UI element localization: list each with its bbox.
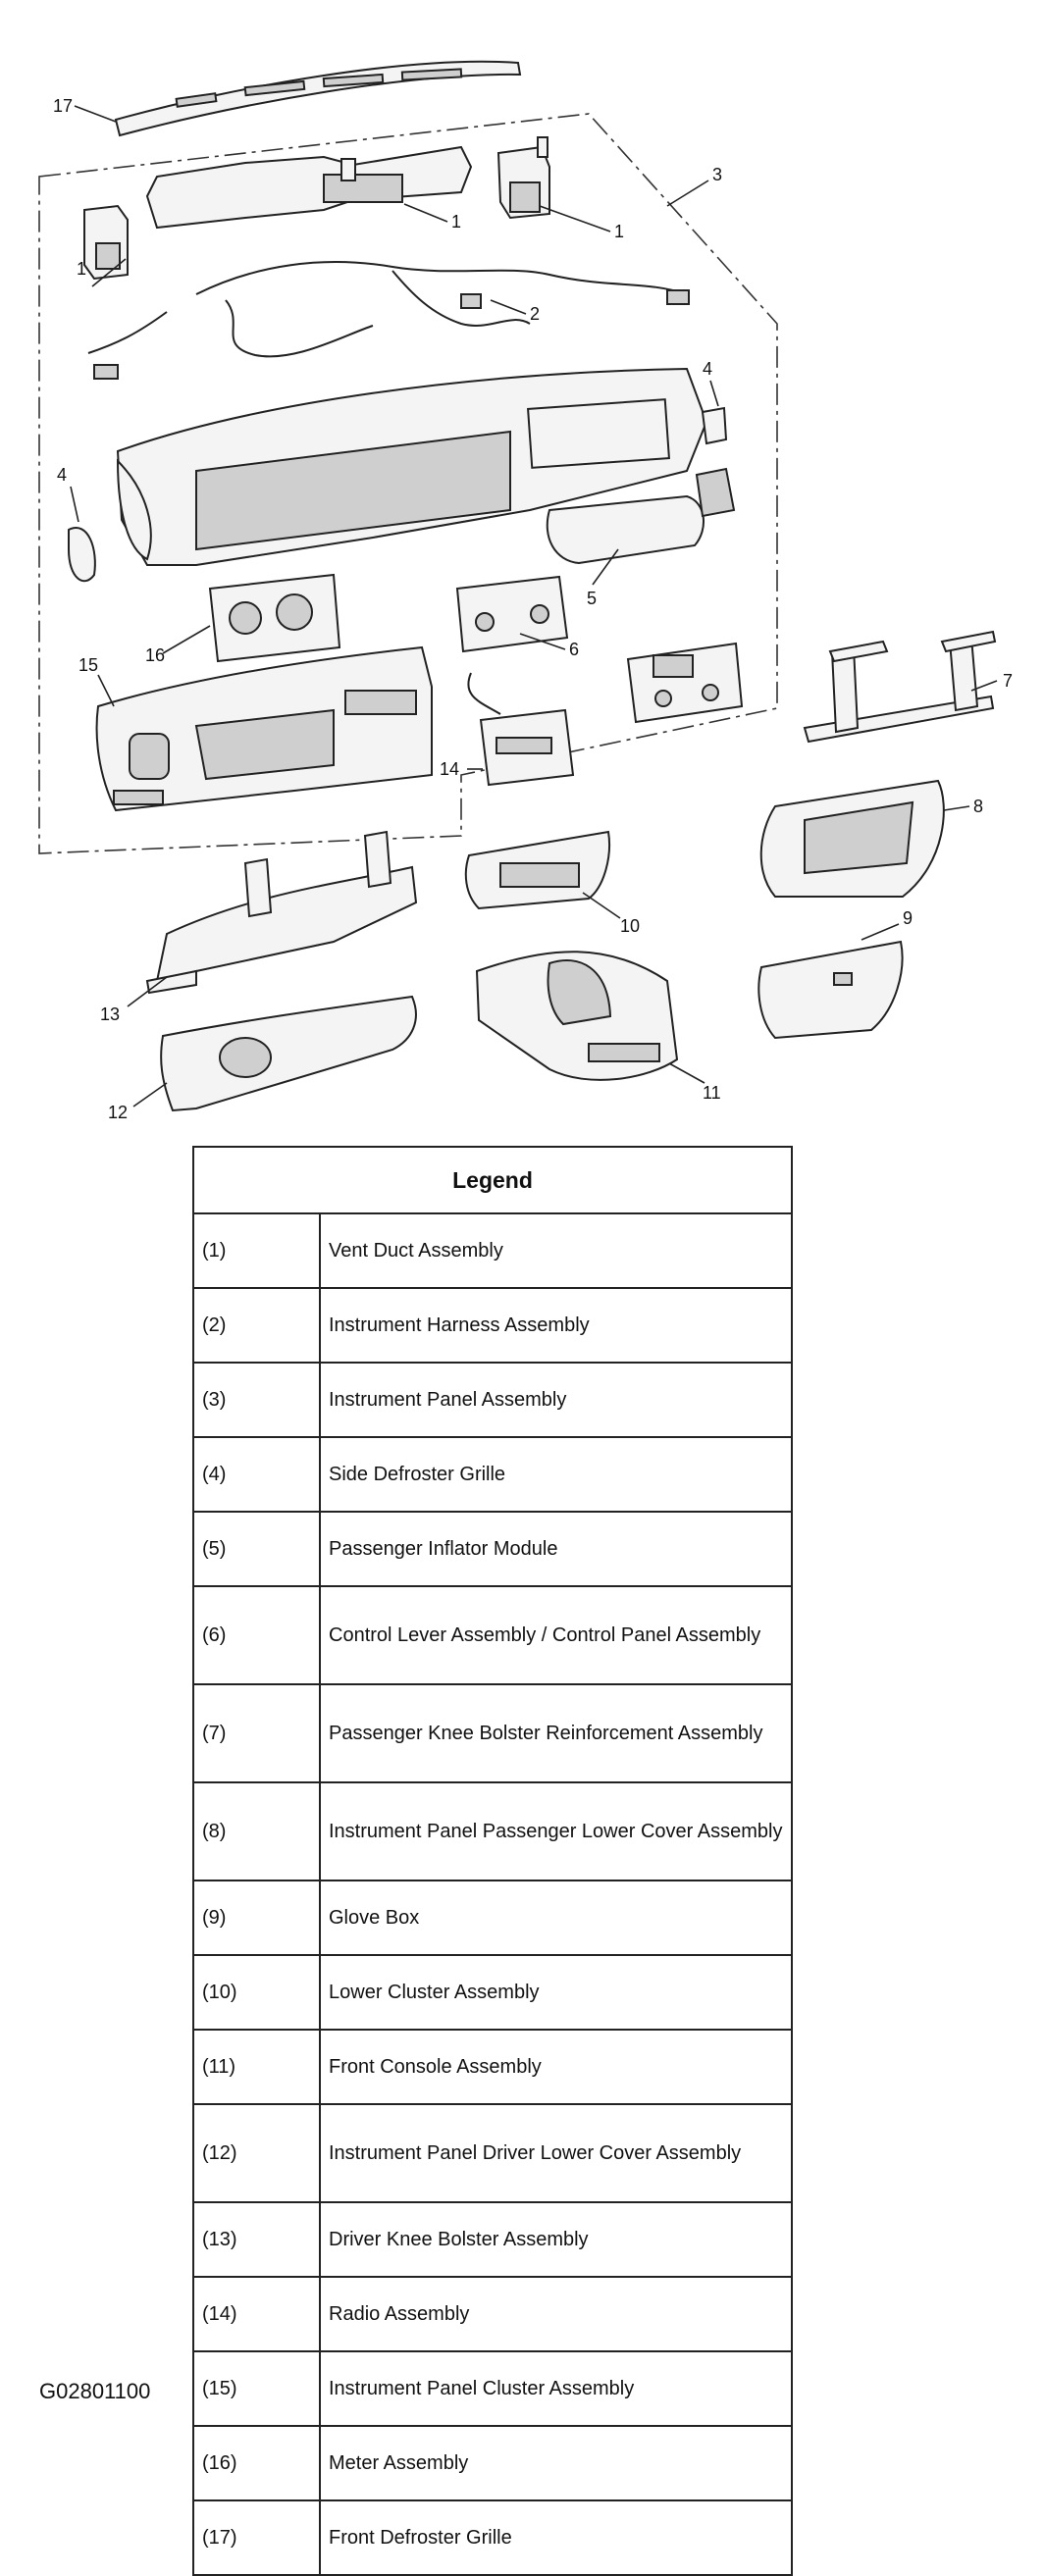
callout-9: 9 [903,908,913,928]
callout-12: 12 [108,1103,128,1122]
legend-row: (13)Driver Knee Bolster Assembly [192,2201,793,2278]
legend-num: (12) [192,2103,321,2203]
callout-16: 16 [145,645,165,665]
callout-4-left: 4 [57,465,67,485]
legend-row: (5)Passenger Inflator Module [192,1511,793,1587]
instrument-panel-driver-lower-cover-assembly [160,995,417,1112]
instrument-panel-passenger-lower-cover-assembly [759,779,945,898]
callout-1-top: 1 [451,212,461,232]
legend-row: (9)Glove Box [192,1880,793,1956]
callout-7: 7 [1003,671,1013,691]
leader-lines [70,105,998,1108]
legend-num: (17) [192,2499,321,2576]
legend-row: (10)Lower Cluster Assembly [192,1954,793,2031]
meter-assembly [208,573,341,663]
callout-6: 6 [569,640,579,659]
instrument-panel-assembly [116,367,708,566]
legend-row: (16)Meter Assembly [192,2425,793,2501]
control-panel-assembly [626,642,744,724]
legend-row: (15)Instrument Panel Cluster Assembly [192,2350,793,2427]
legend-num: (15) [192,2350,321,2427]
callout-13: 13 [100,1005,120,1024]
legend-desc: Side Defroster Grille [319,1436,793,1513]
legend-num: (9) [192,1880,321,1956]
legend-desc: Meter Assembly [319,2425,793,2501]
legend-row: (7)Passenger Knee Bolster Reinforcement … [192,1683,793,1783]
legend-desc: Instrument Panel Passenger Lower Cover A… [319,1781,793,1881]
passenger-inflator-module [546,494,705,565]
instrument-harness-assembly [87,261,690,380]
legend-num: (4) [192,1436,321,1513]
legend-desc: Instrument Panel Assembly [319,1362,793,1438]
side-vent [695,467,736,518]
legend-num: (3) [192,1362,321,1438]
legend-num: (16) [192,2425,321,2501]
legend-desc: Front Defroster Grille [319,2499,793,2576]
legend-row: (8)Instrument Panel Passenger Lower Cove… [192,1781,793,1881]
legend-desc: Driver Knee Bolster Assembly [319,2201,793,2278]
legend-row: (2)Instrument Harness Assembly [192,1287,793,1364]
exploded-view-diagram: 17 1 1 3 1 2 4 4 5 16 6 15 7 14 8 10 9 1… [38,60,1013,1122]
callout-15: 15 [78,655,98,675]
legend-num: (2) [192,1287,321,1364]
legend-desc: Vent Duct Assembly [319,1212,793,1289]
legend-row: (3)Instrument Panel Assembly [192,1362,793,1438]
vent-duct-assembly [83,136,550,281]
legend-desc: Radio Assembly [319,2276,793,2352]
legend-num: (5) [192,1511,321,1587]
callout-11: 11 [703,1083,721,1103]
legend-desc: Lower Cluster Assembly [319,1954,793,2031]
legend-table: Legend (1)Vent Duct Assembly (2)Instrume… [192,1146,793,2576]
callout-17: 17 [53,96,73,116]
callout-14: 14 [440,759,459,779]
callout-2: 2 [530,304,540,324]
callout-1-right: 1 [614,222,624,241]
assembly-boundary [38,113,778,854]
legend-num: (6) [192,1585,321,1685]
legend-row: (14)Radio Assembly [192,2276,793,2352]
driver-knee-bolster-assembly [145,830,418,995]
callout-4-right: 4 [703,359,712,379]
legend-desc: Passenger Inflator Module [319,1511,793,1587]
legend-desc: Control Lever Assembly / Control Panel A… [319,1585,793,1685]
legend-row: (12)Instrument Panel Driver Lower Cover … [192,2103,793,2203]
front-defroster-grille [114,60,522,137]
legend-desc: Glove Box [319,1880,793,1956]
callout-10: 10 [620,916,640,936]
instrument-panel-cluster-assembly [95,645,433,812]
legend-num: (8) [192,1781,321,1881]
callout-labels: 17 1 1 3 1 2 4 4 5 16 6 15 7 14 8 10 9 1… [53,96,1013,1122]
front-console-assembly [475,951,679,1081]
figure-code: G02801100 [39,2379,151,2403]
control-lever-assembly [455,575,569,653]
legend-desc: Passenger Knee Bolster Reinforcement Ass… [319,1683,793,1783]
legend-desc: Instrument Panel Driver Lower Cover Asse… [319,2103,793,2203]
legend-num: (14) [192,2276,321,2352]
callout-1-left: 1 [77,259,86,279]
legend-row: (6)Control Lever Assembly / Control Pane… [192,1585,793,1685]
legend-desc: Instrument Harness Assembly [319,1287,793,1364]
legend-desc: Instrument Panel Cluster Assembly [319,2350,793,2427]
side-defroster-grille [68,406,728,583]
legend-num: (11) [192,2029,321,2105]
legend-row: (4)Side Defroster Grille [192,1436,793,1513]
legend-row: (1)Vent Duct Assembly [192,1212,793,1289]
passenger-knee-bolster-reinforcement-assembly [803,630,997,744]
lower-cluster-assembly [464,830,610,910]
legend-num: (13) [192,2201,321,2278]
callout-3: 3 [712,165,722,184]
radio-assembly [467,672,575,787]
legend-num: (1) [192,1212,321,1289]
legend-row: (11)Front Console Assembly [192,2029,793,2105]
glove-box [757,940,904,1040]
legend-num: (7) [192,1683,321,1783]
legend-title: Legend [192,1146,793,1214]
callout-8: 8 [973,797,983,816]
legend-row: (17)Front Defroster Grille [192,2499,793,2576]
legend-desc: Front Console Assembly [319,2029,793,2105]
legend-num: (10) [192,1954,321,2031]
callout-5: 5 [587,589,597,608]
